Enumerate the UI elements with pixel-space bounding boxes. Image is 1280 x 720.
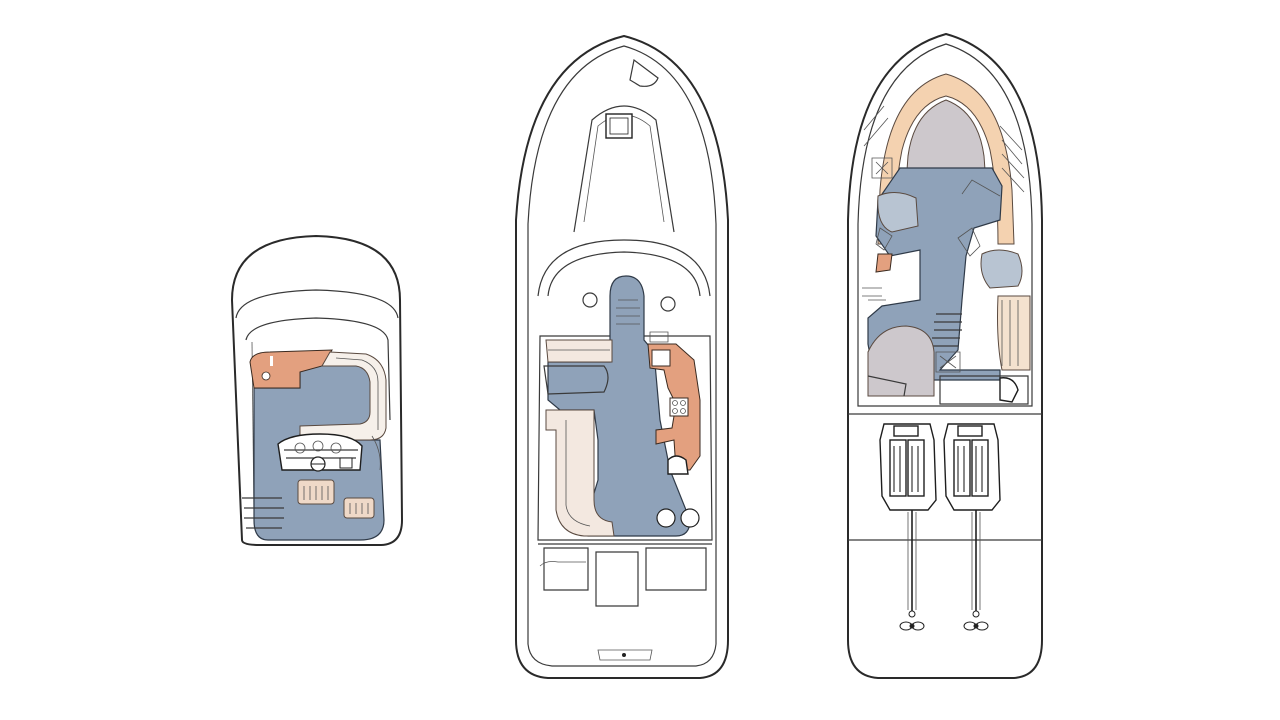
main-deck-view [515,34,729,679]
aft-cabin-berth [867,325,935,397]
windshield-arc [537,239,711,297]
head-compartment [997,295,1031,371]
stove-icon [669,397,689,417]
flybridge-lounge [299,351,387,441]
cup-holder-icon [261,371,271,381]
propeller-icon [963,610,989,631]
forward-cabin-surround [877,73,1015,245]
deck-light-icon [582,292,598,308]
hardtop-edge [235,289,399,319]
dinette-seat [877,192,919,233]
flybridge-ladder [242,497,284,529]
toilet-icon [999,377,1019,403]
side-table [875,253,893,273]
foredeck-windshield [573,105,675,233]
deck-light-icon [660,296,676,312]
gauge-icon [330,442,342,454]
steering-wheel-icon [656,508,700,528]
helm-seat-right [343,497,375,519]
gauge-icon [312,440,324,452]
propeller-icon [899,610,925,631]
sink-icon [651,349,671,367]
engine-icon [879,423,937,511]
transom-door [595,551,639,607]
flybridge-view [230,234,404,546]
windshield-line [245,317,391,421]
lower-deck-view [847,32,1043,679]
galley-counter [647,343,701,471]
cockpit-settee [545,339,613,363]
switch-icon [270,356,273,366]
throttle-icon [339,457,353,469]
anchor-locker [629,58,659,87]
companionway-stairs [930,313,962,347]
gauge-icon [294,442,306,454]
engine-icon [943,423,1001,511]
salon-chair [980,249,1023,289]
steering-wheel-icon [310,456,326,472]
main-helm-seat [667,455,689,475]
